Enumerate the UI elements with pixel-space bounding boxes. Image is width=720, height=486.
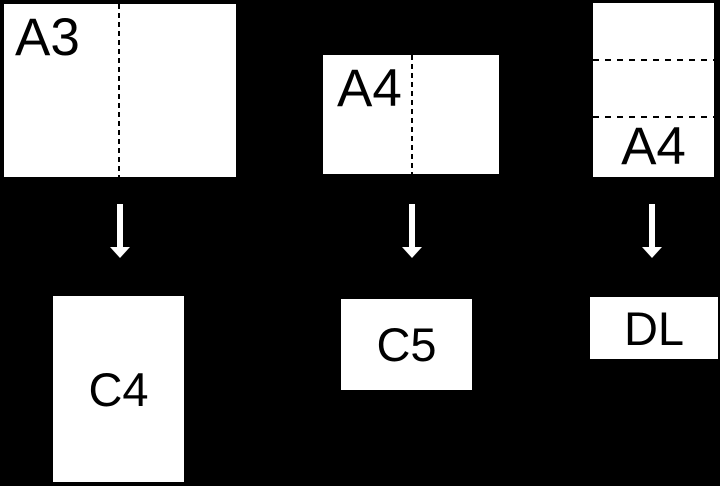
envelope-c4-label: C4 <box>88 362 149 416</box>
down-arrow <box>402 204 422 258</box>
down-arrow <box>642 204 662 258</box>
arrow-shaft <box>409 204 415 247</box>
envelope-c5-label: C5 <box>376 318 437 371</box>
arrow-head <box>110 247 130 258</box>
fold-line-vertical <box>411 55 413 174</box>
arrow-head <box>402 247 422 258</box>
envelope-c4: C4 <box>53 296 184 482</box>
down-arrow <box>110 204 130 258</box>
sheet-a4-landscape: A4 <box>323 55 499 174</box>
arrow-shaft <box>649 204 655 247</box>
envelope-dl-label: DL <box>623 301 685 355</box>
envelope-dl: DL <box>590 297 718 359</box>
fold-line-horizontal <box>593 59 714 61</box>
fold-line-vertical <box>118 4 120 177</box>
sheet-a4-trifold-label: A4 <box>621 117 686 176</box>
sheet-a3-label: A3 <box>15 8 80 67</box>
arrow-head <box>642 247 662 258</box>
fold-line-horizontal <box>593 116 714 118</box>
envelope-c5: C5 <box>341 299 472 390</box>
sheet-a3: A3 <box>4 4 236 177</box>
sheet-a4-landscape-label: A4 <box>337 59 402 118</box>
arrow-shaft <box>117 204 123 247</box>
sheet-a4-trifold: A4 <box>593 3 714 177</box>
